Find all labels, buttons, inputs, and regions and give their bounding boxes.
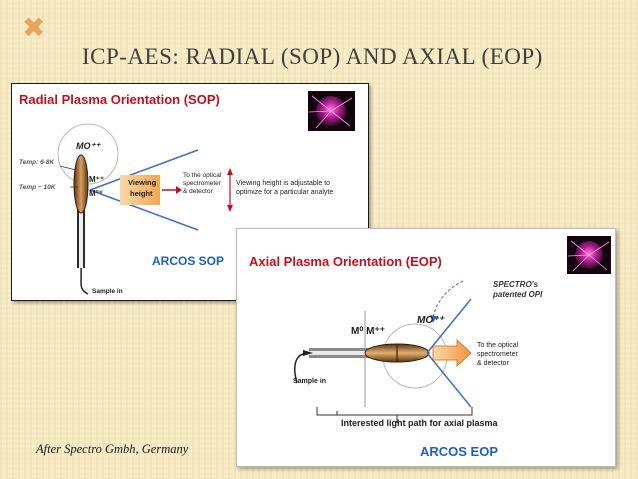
sop-sample-in: Sample in	[92, 288, 123, 295]
eop-spectrometer-arrow	[432, 339, 472, 367]
eop-cone-lower	[426, 352, 472, 408]
x-bullet-icon: ✖	[22, 11, 46, 44]
eop-optical-line1: To the optical	[477, 342, 519, 349]
radial-torch	[73, 154, 89, 295]
eop-arcos-label: ARCOS EOP	[420, 444, 499, 459]
radial-sop-panel: Radial Plasma Orientation (SOP) MO⁺⁺ Tem…	[11, 83, 369, 301]
eop-sample-in: Sample in	[293, 378, 327, 385]
sop-m-plus-label: M⁺⁺	[89, 175, 105, 184]
cone-upper-line	[89, 149, 199, 191]
temp-high-pointer	[59, 165, 77, 171]
sop-m-zero-label: M°⁺	[89, 189, 104, 198]
sop-optical-line1: To the optical	[183, 172, 222, 179]
source-credit: After Spectro Gmbh, Germany	[36, 442, 189, 456]
eop-cone-upper	[426, 298, 472, 354]
eop-mo-label: MO⁺⁺	[417, 315, 444, 326]
sop-temp-high: Temp: 6-8K	[19, 159, 55, 166]
eop-heading: Axial Plasma Orientation (EOP)	[249, 254, 442, 269]
sop-heading: Radial Plasma Orientation (SOP)	[19, 92, 220, 107]
eop-optical-line2: spectrometer	[477, 351, 518, 358]
light-path-bracket	[316, 407, 473, 416]
sop-mo-label: MO⁺⁺	[76, 141, 100, 151]
slide-title: ICP-AES: RADIAL (SOP) AND AXIAL (EOP)	[82, 44, 543, 69]
sop-diagram	[57, 91, 355, 295]
cone-lower-line	[89, 189, 199, 231]
eop-m-labels: M⁰ M⁺⁺	[351, 326, 386, 337]
plasma-globe-image-eop	[567, 236, 611, 274]
sop-arcos-label: ARCOS SOP	[152, 254, 225, 268]
eop-opi-line2: patented OPI	[493, 290, 543, 299]
sop-viewing-line1: Viewing	[128, 178, 157, 187]
sop-viewing-line2: height	[130, 189, 153, 198]
sop-adjust-line1: Viewing height is adjustable to	[236, 180, 331, 187]
sop-temp-low: Temp ~ 10K	[19, 184, 56, 191]
sop-adjust-line2: optimize for a particular analyte	[236, 189, 334, 196]
eop-opi-line1: SPECTRO's	[493, 280, 539, 289]
sop-optical-line2: spectrometer	[183, 180, 221, 187]
viewing-height-box	[120, 175, 160, 205]
sop-optical-line3: & detector	[183, 188, 213, 195]
axial-eop-panel: Axial Plasma Orientation (EOP) SPECTRO's…	[236, 228, 616, 467]
eop-optical-line3: & detector	[477, 360, 509, 367]
eop-diagram	[294, 236, 611, 423]
eop-light-path-label: Interested light path for axial plasma	[341, 418, 498, 428]
plasma-globe-image	[308, 91, 355, 131]
opi-pointer	[432, 280, 464, 318]
